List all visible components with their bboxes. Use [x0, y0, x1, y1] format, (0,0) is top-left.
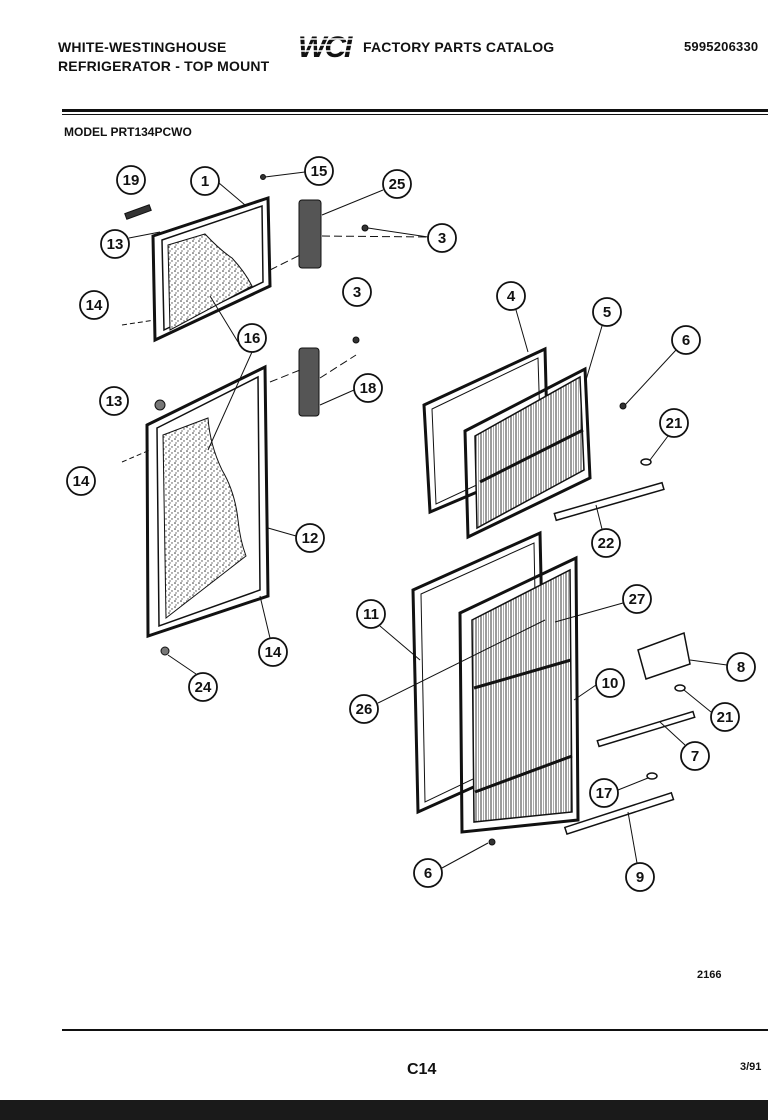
- callout-5: 5: [592, 297, 622, 327]
- svg-text:12: 12: [302, 530, 319, 547]
- svg-text:14: 14: [265, 644, 282, 661]
- callout-labels: 19 1 15 25 13 3 14 16 3 13 18 14 12 14 2…: [66, 156, 756, 892]
- callout-15: 15: [304, 156, 334, 186]
- revision-date: 3/91: [740, 1061, 762, 1073]
- leader-lines: [121, 235, 429, 463]
- svg-text:6: 6: [424, 865, 432, 882]
- wci-logo: WCI: [298, 31, 358, 62]
- svg-text:21: 21: [717, 709, 734, 726]
- callout-26: 26: [349, 694, 379, 724]
- svg-text:25: 25: [389, 176, 406, 193]
- callout-22: 22: [591, 528, 621, 558]
- svg-text:18: 18: [360, 380, 377, 397]
- svg-text:6: 6: [682, 332, 690, 349]
- header-rule: [62, 109, 768, 112]
- svg-text:3: 3: [438, 230, 446, 247]
- callout-4: 4: [496, 281, 526, 311]
- brand-title: WHITE-WESTINGHOUSE REFRIGERATOR - TOP MO…: [58, 38, 269, 76]
- callout-12: 12: [295, 523, 325, 553]
- callout-13b: 13: [99, 386, 129, 416]
- callout-19: 19: [116, 165, 146, 195]
- callout-10: 10: [595, 668, 625, 698]
- svg-text:15: 15: [311, 163, 328, 180]
- callout-9: 9: [625, 862, 655, 892]
- svg-text:17: 17: [596, 785, 613, 802]
- svg-text:5: 5: [603, 304, 611, 321]
- brand-line-1: WHITE-WESTINGHOUSE: [58, 39, 227, 55]
- callout-leaders: [128, 171, 728, 869]
- svg-text:7: 7: [691, 748, 699, 765]
- svg-text:14: 14: [86, 297, 103, 314]
- catalog-title: FACTORY PARTS CATALOG: [363, 39, 555, 55]
- svg-text:21: 21: [666, 415, 683, 432]
- footer-rule: [62, 1029, 768, 1031]
- svg-text:3: 3: [353, 284, 361, 301]
- callout-25: 25: [382, 169, 412, 199]
- callout-14c: 14: [258, 637, 288, 667]
- callout-11: 11: [356, 599, 386, 629]
- freezer-inner-panel: [422, 346, 665, 540]
- svg-text:24: 24: [195, 679, 212, 696]
- brand-line-2: REFRIGERATOR - TOP MOUNT: [58, 58, 270, 74]
- svg-text:16: 16: [244, 330, 261, 347]
- svg-text:11: 11: [363, 606, 379, 623]
- fresh-food-inner-panel: [411, 402, 696, 846]
- svg-text:13: 13: [107, 236, 124, 253]
- callout-18: 18: [353, 373, 383, 403]
- model-label: MODEL PRT134PCWO: [64, 125, 192, 139]
- callout-17: 17: [589, 778, 619, 808]
- svg-text:4: 4: [507, 288, 516, 305]
- callout-7: 7: [680, 741, 710, 771]
- callout-6b: 6: [413, 858, 443, 888]
- svg-text:10: 10: [602, 675, 619, 692]
- page-number: C14: [407, 1061, 437, 1078]
- svg-text:13: 13: [106, 393, 123, 410]
- callout-8: 8: [726, 652, 756, 682]
- callout-13: 13: [100, 229, 130, 259]
- svg-text:1: 1: [201, 173, 209, 190]
- callout-3b: 3: [342, 277, 372, 307]
- fresh-food-door-outer: [145, 364, 270, 639]
- svg-text:8: 8: [737, 659, 745, 676]
- freezer-door-outer: [151, 195, 272, 343]
- header-rule-thin: [62, 114, 768, 115]
- svg-text:26: 26: [356, 701, 373, 718]
- door-trim-parts: [124, 174, 369, 656]
- svg-text:9: 9: [636, 869, 644, 886]
- callout-21b: 21: [710, 702, 740, 732]
- svg-text:27: 27: [629, 591, 646, 608]
- figure-number: 2166: [697, 969, 722, 981]
- callout-21: 21: [659, 408, 689, 438]
- callout-1: 1: [190, 166, 220, 196]
- callout-16: 16: [237, 323, 267, 353]
- callout-24: 24: [188, 672, 218, 702]
- callout-14b: 14: [66, 466, 96, 496]
- svg-text:19: 19: [123, 172, 140, 189]
- callout-27: 27: [622, 584, 652, 614]
- callout-6: 6: [671, 325, 701, 355]
- svg-text:22: 22: [598, 535, 615, 552]
- part-number: 5995206330: [684, 39, 759, 54]
- scan-edge-bar: [0, 1100, 768, 1120]
- callout-3: 3: [427, 223, 457, 253]
- logo-text: WCI: [298, 31, 353, 62]
- callout-14: 14: [79, 290, 109, 320]
- svg-text:14: 14: [73, 473, 90, 490]
